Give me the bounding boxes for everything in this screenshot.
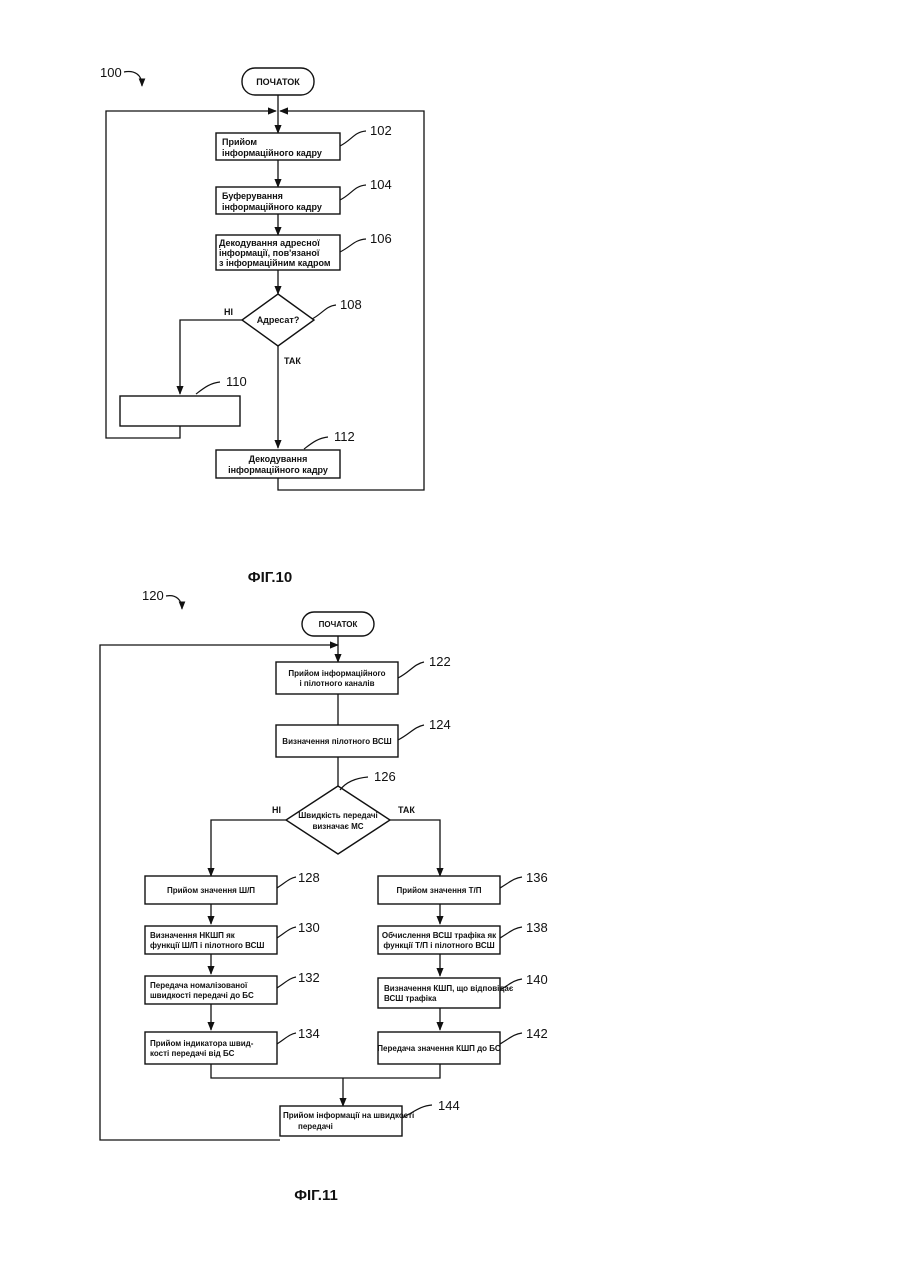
fig10-leader-102 xyxy=(340,131,366,146)
fig10-leader-106 xyxy=(340,239,366,252)
fig11-ref-122: 122 xyxy=(429,654,451,669)
fig10-step-106-line3: з інформаційним кадром xyxy=(219,258,331,268)
fig11-step-140-line2: ВСШ трафіка xyxy=(384,994,437,1003)
fig10-start-label: ПОЧАТОК xyxy=(256,77,300,87)
fig11-conn-126-yes xyxy=(390,820,440,876)
fig11-step-144-line2: передачі xyxy=(298,1122,333,1131)
fig11-leader-142 xyxy=(500,1033,522,1044)
fig10-caption: ФІГ.10 xyxy=(248,569,292,586)
fig11-ref-136: 136 xyxy=(526,870,548,885)
fig10-step-112-line1: Декодування xyxy=(249,454,308,464)
fig11-no-label: НІ xyxy=(272,805,281,815)
fig10-yes-label: ТАК xyxy=(284,356,301,366)
fig11-step-144-line1: Прийом інформації на швидкості xyxy=(283,1111,414,1120)
fig10-no-label: НІ xyxy=(224,307,233,317)
fig11-leader-138 xyxy=(500,927,522,938)
fig11-step-134-line2: кості передачі від БС xyxy=(150,1049,235,1058)
fig10-leader-104 xyxy=(340,185,366,200)
fig11-leader-122 xyxy=(398,662,424,678)
fig11-step-138-line2: функції Т/П і пілотного ВСШ xyxy=(383,941,494,950)
fig11-ref-138: 138 xyxy=(526,920,548,935)
fig11-leader-126 xyxy=(340,777,368,790)
fig11-conn-126-no xyxy=(211,820,286,876)
fig10-ref-label: 100 xyxy=(100,65,122,80)
fig11-step-124-line1: Визначення пілотного ВСШ xyxy=(282,737,391,746)
fig11-step-122-line2: і пілотного каналів xyxy=(299,679,374,688)
fig10-ref-arrow xyxy=(124,72,142,86)
fig11-step-122-line1: Прийом інформаційного xyxy=(288,669,385,678)
fig11-leader-132 xyxy=(277,977,296,988)
fig10-ref-108: 108 xyxy=(340,297,362,312)
fig11-ref-142: 142 xyxy=(526,1026,548,1041)
fig11-start-label: ПОЧАТОК xyxy=(319,620,358,629)
fig11-ref-134: 134 xyxy=(298,1026,320,1041)
fig10-ref-112: 112 xyxy=(334,429,355,444)
fig10-leader-112 xyxy=(304,437,328,449)
fig11-step-142-line1: Передача значення КШП до БС xyxy=(377,1044,501,1053)
fig10-step-102-line2: інформаційного кадру xyxy=(222,148,322,158)
fig10-leader-108 xyxy=(312,305,336,319)
fig11-leader-136 xyxy=(500,877,522,888)
fig11-ref-128: 128 xyxy=(298,870,320,885)
fig10-step-112-line2: інформаційного кадру xyxy=(228,465,328,475)
fig11-diagram: 120 ПОЧАТОК Прийом інформаційного і піло… xyxy=(100,588,548,1204)
fig11-leader-128 xyxy=(277,877,296,888)
fig11-merge-line xyxy=(211,1064,440,1078)
fig10-ref-104: 104 xyxy=(370,177,392,192)
fig11-step-130-line2: функції Ш/П і пілотного ВСШ xyxy=(150,941,264,950)
fig11-step-134 xyxy=(145,1032,277,1064)
fig11-decision-126 xyxy=(286,786,390,854)
fig11-ref-126: 126 xyxy=(374,769,396,784)
fig11-ref-144: 144 xyxy=(438,1098,460,1113)
fig11-step-128-line1: Прийом значення Ш/П xyxy=(167,886,255,895)
fig11-ref-label: 120 xyxy=(142,588,164,603)
fig10-diagram: 100 ПОЧАТОК Прийом інформаційного кадру … xyxy=(100,65,424,586)
fig11-step-138-line1: Обчислення ВСШ трафіка як xyxy=(382,931,497,940)
fig10-step-104-line2: інформаційного кадру xyxy=(222,202,322,212)
fig11-step-140-line1: Визначення КШП, що відповідає xyxy=(384,984,514,993)
fig11-ref-130: 130 xyxy=(298,920,320,935)
fig11-decision-126-line1: Швидкість передачі xyxy=(298,811,378,820)
fig10-step-104-line1: Буферування xyxy=(222,191,283,201)
fig10-ref-102: 102 xyxy=(370,123,392,138)
fig11-ref-140: 140 xyxy=(526,972,548,987)
fig10-step-110 xyxy=(120,396,240,426)
fig11-step-136-line1: Прийом значення Т/П xyxy=(397,886,482,895)
fig11-decision-126-line2: визначає МС xyxy=(312,822,363,831)
fig10-leader-110 xyxy=(196,382,220,394)
fig10-step-106-line1: Декодування адресної xyxy=(219,238,320,248)
fig11-leader-134 xyxy=(277,1033,296,1044)
fig11-ref-124: 124 xyxy=(429,717,451,732)
fig11-leader-130 xyxy=(277,927,296,938)
fig10-step-102-line1: Прийом xyxy=(222,137,257,147)
fig11-yes-label: ТАК xyxy=(398,805,415,815)
fig11-step-134-line1: Прийом індикатора швид- xyxy=(150,1039,254,1048)
fig11-ref-132: 132 xyxy=(298,970,320,985)
fig10-decision-108-text: Адресат? xyxy=(257,315,300,325)
fig11-step-140 xyxy=(378,978,500,1008)
fig10-step-106-line2: інформації, пов'язаної xyxy=(219,248,320,258)
fig11-leader-124 xyxy=(398,725,424,740)
fig11-step-122 xyxy=(276,662,398,694)
fig11-step-130-line1: Визначення НКШП як xyxy=(150,931,236,940)
fig10-ref-110: 110 xyxy=(226,374,247,389)
fig11-caption: ФІГ.11 xyxy=(294,1187,338,1204)
fig11-step-132-line2: швидкості передачі до БС xyxy=(150,991,254,1000)
fig11-ref-arrow xyxy=(166,596,182,609)
fig11-step-132-line1: Передача номалізованої xyxy=(150,981,248,990)
fig10-ref-106: 106 xyxy=(370,231,392,246)
